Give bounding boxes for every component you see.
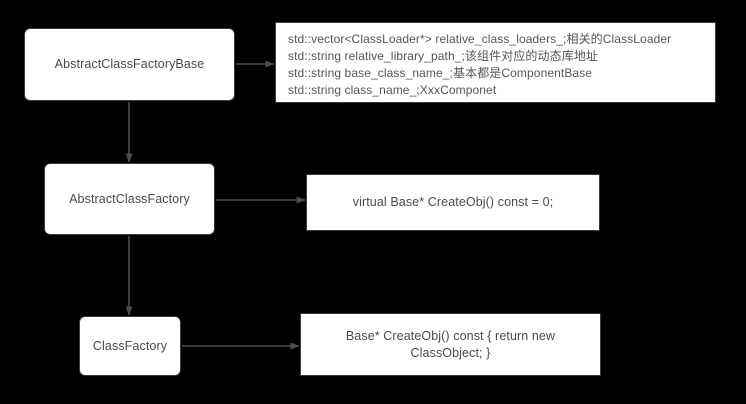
node-label: AbstractClassFactoryBase <box>54 57 205 72</box>
attribute-line-relative-library-path: std::string relative_library_path_;该组件对应… <box>288 49 599 64</box>
node-create-obj-impl[interactable]: Base* CreateObj() const { return new Cla… <box>300 313 601 376</box>
attribute-line-relative-class-loaders: std::vector<ClassLoader*> relative_class… <box>288 32 672 46</box>
node-create-obj-pure-virtual[interactable]: virtual Base* CreateObj() const = 0; <box>306 174 600 231</box>
node-abstract-class-factory-base[interactable]: AbstractClassFactoryBase <box>24 28 235 101</box>
node-label-line-2: ClassObject; } <box>410 345 491 360</box>
node-label: virtual Base* CreateObj() const = 0; <box>352 195 554 210</box>
node-class-factory[interactable]: ClassFactory <box>79 316 181 376</box>
node-label-line-1: Base* CreateObj() const { return new <box>345 328 556 343</box>
attribute-line-base-class-name: std::string base_class_name_;基本都是Compone… <box>288 66 593 81</box>
node-abstract-class-factory[interactable]: AbstractClassFactory <box>44 163 215 235</box>
node-label: Base* CreateObj() const { return new Cla… <box>301 328 600 362</box>
node-attributes-list[interactable]: std::vector<ClassLoader*> relative_class… <box>275 22 716 103</box>
attribute-line-class-name: std::string class_name_;XxxComponet <box>288 83 497 98</box>
node-label: AbstractClassFactory <box>69 191 190 206</box>
node-label: ClassFactory <box>92 338 168 353</box>
